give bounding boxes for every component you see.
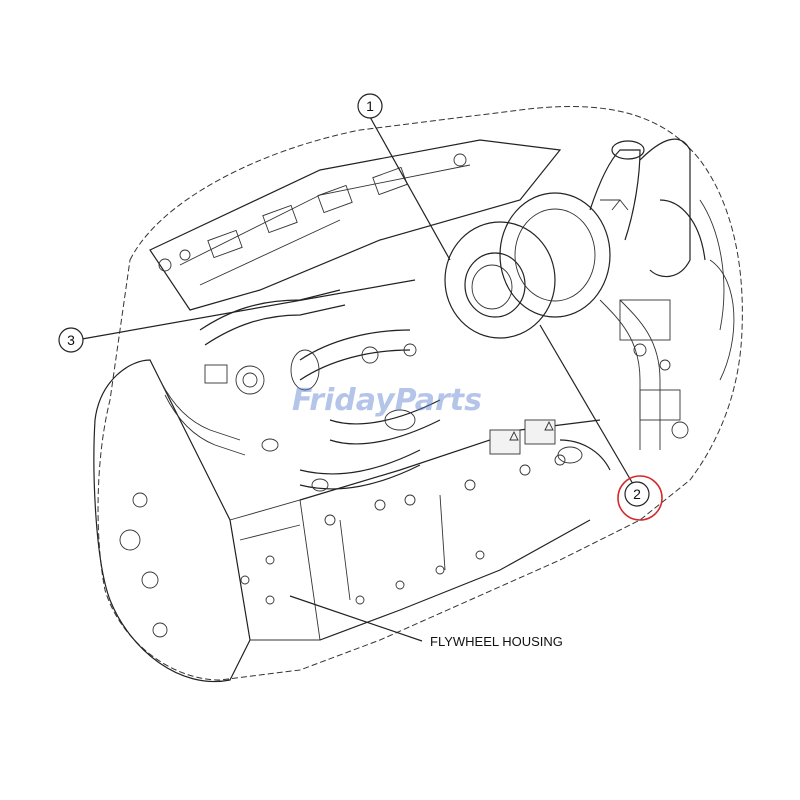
right-side-components xyxy=(619,199,735,439)
callout-3-circle xyxy=(58,327,84,353)
callout-3-number: 3 xyxy=(67,332,75,348)
callout-1-number: 1 xyxy=(366,98,374,114)
valve-cover xyxy=(149,139,562,311)
callout-2-highlight-circle xyxy=(617,475,663,521)
callout-3-leader xyxy=(81,279,416,340)
callout-2-circle xyxy=(624,481,650,507)
lower-block xyxy=(261,409,611,641)
callout-2-number: 2 xyxy=(633,486,641,502)
callout-2: 2 xyxy=(539,324,663,521)
flywheel-housing xyxy=(93,359,321,683)
engine-outline xyxy=(97,106,743,681)
callout-2-leader xyxy=(539,324,634,485)
flywheel-housing-callout: FLYWHEEL HOUSING xyxy=(289,595,563,649)
intake-pipes xyxy=(159,289,441,490)
callout-3: 3 xyxy=(58,279,416,353)
flywheel-housing-label: FLYWHEEL HOUSING xyxy=(430,634,563,649)
turbocharger xyxy=(444,138,706,450)
callout-1-circle xyxy=(357,93,383,119)
callout-1-leader xyxy=(369,116,451,261)
callout-1: 1 xyxy=(357,93,451,261)
flywheel-housing-leader xyxy=(289,595,423,642)
watermark: FridayParts xyxy=(292,383,482,418)
